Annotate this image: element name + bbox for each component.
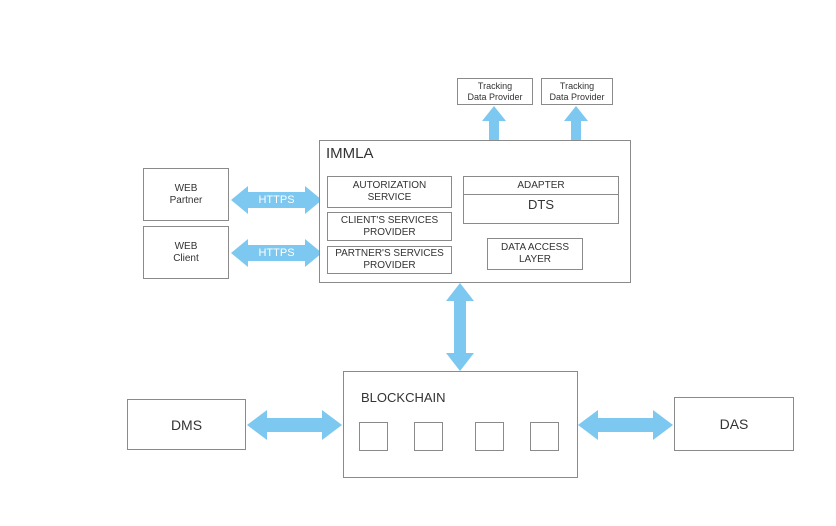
data-access-line1: DATA ACCESS — [501, 242, 569, 253]
block-4 — [530, 422, 559, 451]
immla-blockchain-arrow — [446, 283, 474, 371]
block-1 — [359, 422, 388, 451]
dms-blockchain-arrow — [247, 410, 342, 440]
block-3 — [475, 422, 504, 451]
https-bottom-arrow — [231, 239, 322, 267]
tracking-data-provider-1: Tracking Data Provider — [457, 78, 533, 105]
partners-provider-line2: PROVIDER — [363, 260, 416, 271]
immla-title: IMMLA — [326, 145, 374, 162]
das-box: DAS — [674, 397, 794, 451]
provider-1-line2: Data Provider — [467, 91, 523, 102]
autorization-service: AUTORIZATION SERVICE — [327, 176, 452, 208]
https-bottom-label: HTTPS — [258, 247, 295, 259]
https-top-label: HTTPS — [258, 194, 295, 206]
tracking-data-provider-2: Tracking Data Provider — [541, 78, 613, 105]
https-top-arrow — [231, 186, 322, 214]
provider-2-line1: Tracking — [559, 80, 595, 91]
web-client-box: WEB Client — [143, 226, 229, 279]
clients-provider-line2: PROVIDER — [363, 226, 416, 238]
partners-services-provider: PARTNER'S SERVICES PROVIDER — [327, 246, 452, 274]
clients-provider-line1: CLIENT'S SERVICES — [340, 214, 439, 226]
data-access-line2: LAYER — [518, 254, 552, 265]
provider-2-line2: Data Provider — [549, 91, 605, 102]
web-client-line1: WEB — [174, 240, 198, 252]
web-partner-line1: WEB — [174, 182, 198, 194]
web-partner-line2: Partner — [169, 194, 203, 206]
dts-label: DTS — [528, 197, 554, 212]
clients-services-provider: CLIENT'S SERVICES PROVIDER — [327, 212, 452, 241]
blockchain-title: BLOCKCHAIN — [361, 390, 446, 405]
adapter-box: ADAPTER — [463, 176, 619, 195]
autorization-line1: AUTORIZATION — [352, 180, 427, 191]
data-access-layer: DATA ACCESS LAYER — [487, 238, 583, 270]
web-partner-box: WEB Partner — [143, 168, 229, 221]
blockchain-das-arrow — [578, 410, 673, 440]
dms-box: DMS — [127, 399, 246, 450]
autorization-line2: SERVICE — [367, 192, 412, 203]
block-2 — [414, 422, 443, 451]
partners-provider-line1: PARTNER'S SERVICES — [335, 248, 444, 259]
web-client-line2: Client — [173, 252, 199, 264]
provider-1-line1: Tracking — [477, 80, 513, 91]
